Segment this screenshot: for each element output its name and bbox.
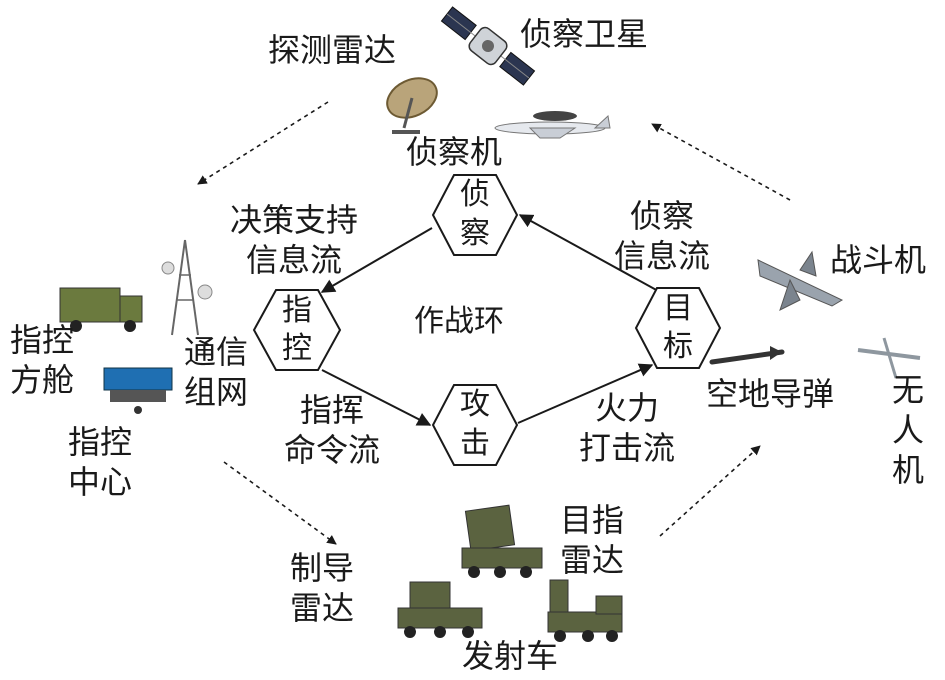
hex-strike-line2: 击 xyxy=(460,426,490,461)
label-recon-satellite: 侦察卫星 xyxy=(520,15,649,53)
label-uav-line2: 人 xyxy=(891,411,924,449)
label-uav-line3: 机 xyxy=(891,451,924,489)
label-guidance-radar-line2: 雷达 xyxy=(289,589,354,627)
command-cabin-truck-icon xyxy=(59,287,143,332)
flow-recon-line2: 信息流 xyxy=(613,237,710,275)
flow-decision-line1: 决策支持 xyxy=(229,201,358,239)
label-guidance-radar: 制导 雷达 xyxy=(284,548,360,628)
hex-target: 目 标 xyxy=(634,287,722,369)
guidance-radar-vehicle-icon xyxy=(397,581,483,638)
hex-command-line1: 指 xyxy=(282,293,312,328)
flow-command-order: 指挥 命令流 xyxy=(268,390,396,470)
label-comm-network-line1: 通信 xyxy=(183,333,248,371)
hex-command-line2: 控 xyxy=(282,331,312,366)
label-command-cabin-line2: 方舱 xyxy=(9,361,74,399)
uav-icon xyxy=(857,337,921,379)
fighter-jet-icon xyxy=(757,250,844,311)
label-uav-line1: 无 xyxy=(891,371,924,409)
center-label: 作战环 xyxy=(414,304,504,339)
flow-recon-line1: 侦察 xyxy=(629,197,694,235)
arrow-strike-to-target xyxy=(517,363,654,424)
label-command-cabin: 指控 方舱 xyxy=(4,320,80,400)
flow-command-line1: 指挥 xyxy=(299,391,364,429)
flow-decision-support: 决策支持 信息流 xyxy=(214,200,374,280)
hex-recon-line2: 察 xyxy=(460,216,490,251)
comm-tower-icon xyxy=(161,239,213,336)
arrow-command-to-strike xyxy=(321,369,432,426)
label-uav: 无 人 机 xyxy=(888,370,928,490)
target-radar-vehicle-icon xyxy=(461,504,543,578)
hex-target-line2: 标 xyxy=(663,329,693,364)
label-guidance-radar-line1: 制导 xyxy=(289,549,354,587)
flow-fire-line2: 打击流 xyxy=(578,429,675,467)
label-comm-network-line2: 组网 xyxy=(183,373,248,411)
label-comm-network: 通信 组网 xyxy=(176,332,256,412)
label-target-radar-line1: 目指 xyxy=(559,501,624,539)
recon-aircraft-icon xyxy=(494,111,611,139)
flow-decision-line2: 信息流 xyxy=(245,241,342,279)
arrow-recon-to-command xyxy=(320,227,433,293)
label-detect-radar: 探测雷达 xyxy=(268,31,397,69)
label-command-center: 指控 中心 xyxy=(62,422,138,502)
label-air-to-ground-missile: 空地导弹 xyxy=(706,375,835,413)
flow-fire-line1: 火力 xyxy=(594,389,659,427)
command-center-icon xyxy=(103,367,173,414)
flow-command-line2: 命令流 xyxy=(283,431,380,469)
flow-recon-info: 侦察 信息流 xyxy=(592,196,732,276)
satellite-icon xyxy=(440,6,536,86)
dashed-arrow-bottom-left xyxy=(223,461,337,545)
label-launcher: 发射车 xyxy=(462,637,559,675)
hex-strike-line1: 攻 xyxy=(460,387,490,422)
label-recon-aircraft: 侦察机 xyxy=(406,133,503,171)
label-target-radar: 目指 雷达 xyxy=(554,500,630,580)
label-target-radar-line2: 雷达 xyxy=(559,541,624,579)
label-command-center-line1: 指控 xyxy=(67,423,132,461)
dashed-arrow-bottom-right xyxy=(659,445,761,537)
dashed-arrow-top-left xyxy=(197,101,329,185)
label-command-cabin-line1: 指控 xyxy=(9,321,74,359)
hex-recon-line1: 侦 xyxy=(460,177,490,212)
launcher-vehicle-icon xyxy=(547,579,623,642)
hex-recon: 侦 察 xyxy=(431,174,519,256)
dashed-arrow-top-right xyxy=(651,123,791,201)
hex-target-line1: 目 xyxy=(663,291,693,326)
radar-dish-icon xyxy=(386,77,438,134)
label-command-center-line2: 中心 xyxy=(67,463,132,501)
missile-icon xyxy=(709,346,785,365)
flow-fire-strike: 火力 打击流 xyxy=(562,388,692,468)
arrow-target-to-recon xyxy=(518,214,661,293)
label-fighter: 战斗机 xyxy=(830,241,927,279)
hex-strike: 攻 击 xyxy=(431,384,519,466)
hex-command: 指 控 xyxy=(252,289,342,371)
